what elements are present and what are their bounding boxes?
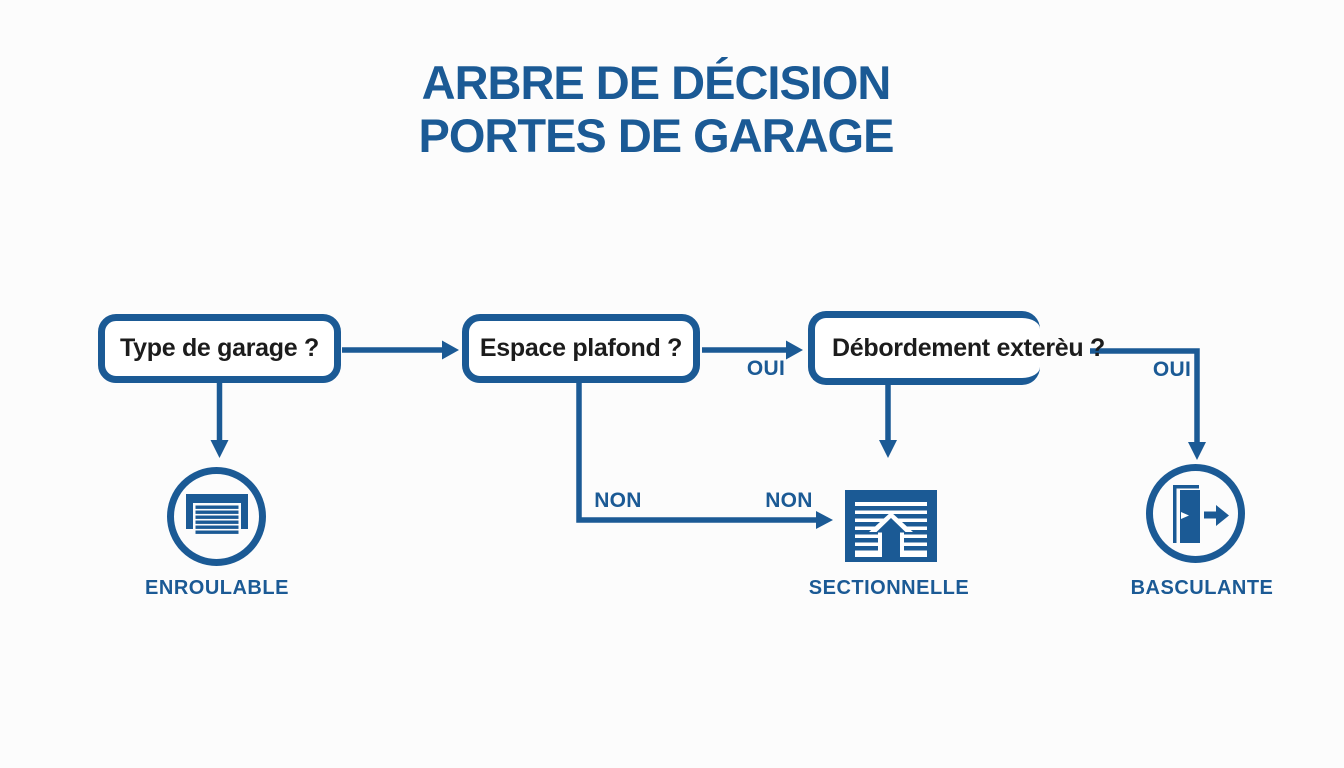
tilting-door-icon xyxy=(1172,484,1229,543)
page-title-line2: PORTES DE GARAGE xyxy=(418,109,895,162)
roller-door-icon xyxy=(185,494,248,534)
outcome-node-enroulable xyxy=(167,467,266,566)
edge-label-non-espace: NON xyxy=(594,489,642,512)
decision-label: Type de garage ? xyxy=(120,334,319,362)
page-title: ARBRE DE DÉCISION PORTES DE GARAGE xyxy=(256,56,1056,162)
decision-label: Espace plafond ? xyxy=(479,334,683,362)
arrowhead-to-enroulable xyxy=(210,440,229,458)
arrowhead-to-espace xyxy=(442,340,459,360)
outcome-node-basculante xyxy=(1146,464,1245,563)
edge-label-oui-debordement: OUI xyxy=(1152,358,1192,381)
page-title-line1: ARBRE DE DÉCISION xyxy=(421,56,892,109)
arrowhead-to-sectionnelle-top xyxy=(879,440,897,458)
arrowhead-to-sectionnelle-left xyxy=(816,511,833,529)
edge-label-non-debordement: NON xyxy=(765,489,813,512)
decision-label: Débordement exterèu ? xyxy=(832,333,1105,362)
sectional-door-icon xyxy=(845,490,937,562)
outcome-label-basculante: BASCULANTE xyxy=(1130,577,1274,599)
decision-box-espace-plafond: Espace plafond ? xyxy=(462,314,700,383)
edge-label-oui-espace: OUI xyxy=(746,357,786,380)
decision-box-debordement: Débordement exterèu ? xyxy=(808,311,1105,385)
arrowhead-to-basculante xyxy=(1188,442,1206,460)
decision-box-type-garage: Type de garage ? xyxy=(98,314,341,383)
outcome-label-sectionnelle: SECTIONNELLE xyxy=(808,577,970,599)
outcome-label-enroulable: ENROULABLE xyxy=(145,577,289,599)
